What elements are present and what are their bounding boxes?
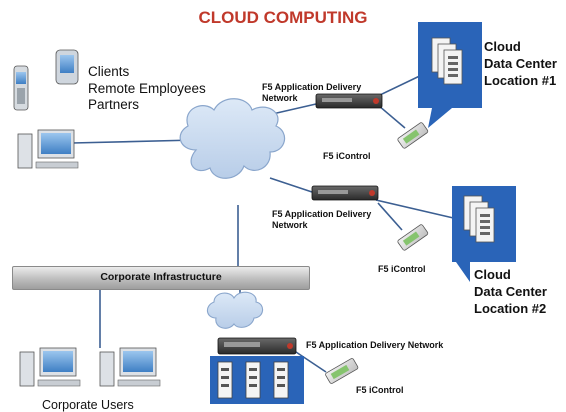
server-rack-icon (431, 37, 463, 85)
controller-device-icon (397, 224, 429, 251)
server-unit-icon (217, 361, 289, 399)
desktop-computer-icon (17, 129, 79, 169)
f5-adn-label-3: F5 Application Delivery Network (306, 340, 444, 350)
clients-label-line: Clients (88, 64, 130, 79)
router-icon (315, 93, 383, 109)
corporate-infrastructure-bar: Corporate Infrastructure (12, 266, 310, 290)
router-icon (217, 337, 297, 355)
data-center-2-callout (452, 186, 516, 282)
f5-icontrol-label-1: F5 iControl (323, 151, 371, 161)
controller-device-icon (325, 358, 359, 384)
small-cloud-icon (206, 291, 264, 329)
pda-icon (55, 49, 79, 85)
f5-adn-label-line: F5 Application Delivery (262, 82, 362, 92)
data-center-label-line: Cloud (484, 39, 521, 54)
router-icon (311, 185, 379, 201)
corporate-users-label: Corporate Users (42, 398, 134, 412)
server-rack-icon (463, 195, 495, 243)
f5-adn-label-2: F5 Application Delivery Network (272, 209, 371, 231)
data-center-label-line: Cloud (474, 267, 511, 282)
data-center-label-line: Data Center (484, 56, 557, 71)
f5-icontrol-label-3: F5 iControl (356, 385, 404, 395)
diagram-title: CLOUD COMPUTING (198, 8, 368, 27)
corporate-data-center-box (210, 356, 304, 404)
clients-label-line: Partners (88, 97, 140, 112)
internet-cloud-icon (179, 98, 286, 179)
controller-device-icon (397, 122, 429, 149)
data-center-1-label: Cloud Data Center Location #1 (484, 38, 557, 89)
desktop-computer-icon (19, 347, 81, 387)
corporate-infrastructure-label: Corporate Infrastructure (100, 271, 222, 283)
data-center-label-line: Location #1 (484, 73, 557, 88)
data-center-label-line: Data Center (474, 284, 547, 299)
data-center-1-callout (418, 22, 482, 128)
mobile-phone-icon (13, 65, 29, 111)
desktop-computer-icon (99, 347, 161, 387)
f5-adn-label-line: Network (262, 93, 298, 103)
f5-adn-label-1: F5 Application Delivery Network (262, 82, 361, 104)
clients-label: Clients Remote Employees Partners (88, 64, 206, 114)
f5-icontrol-label-2: F5 iControl (378, 264, 426, 274)
f5-adn-label-line: Network (272, 220, 308, 230)
f5-adn-label-line: F5 Application Delivery (272, 209, 372, 219)
data-center-2-label: Cloud Data Center Location #2 (474, 266, 547, 317)
data-center-label-line: Location #2 (474, 301, 547, 316)
clients-label-line: Remote Employees (88, 80, 206, 96)
